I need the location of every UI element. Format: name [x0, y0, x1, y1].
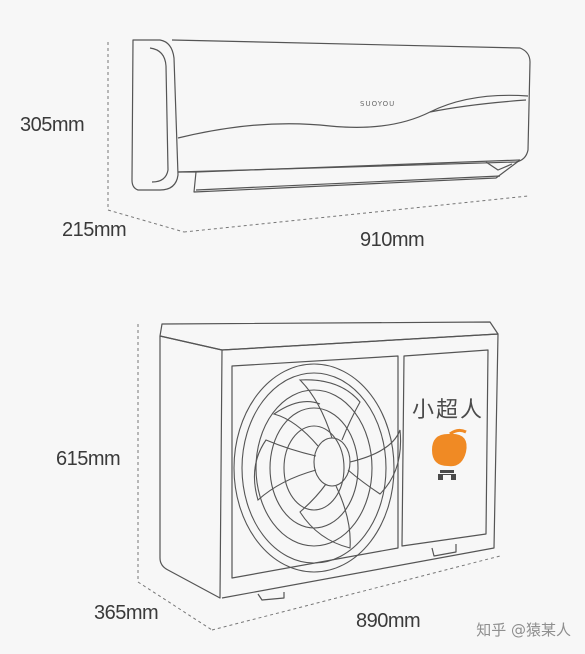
- watermark-label: 知乎 @猿某人: [476, 621, 571, 639]
- outdoor-height-label: 615mm: [56, 448, 121, 470]
- indoor-height-label: 305mm: [20, 114, 85, 136]
- outdoor-top: [159, 321, 499, 351]
- indoor-main-body: [171, 39, 531, 173]
- fan-ring-outer: [233, 363, 395, 573]
- fan-blade: [298, 379, 361, 441]
- outdoor-width-line: [211, 555, 501, 631]
- outdoor-brand-label: 小超人: [412, 398, 485, 423]
- outdoor-width-label: 890mm: [356, 610, 421, 632]
- brand-logo-icon: [432, 428, 467, 481]
- fan-panel: [231, 355, 399, 579]
- outdoor-depth-label: 365mm: [94, 602, 159, 624]
- indoor-air-outlet: [193, 159, 521, 193]
- side-panel: [401, 349, 489, 547]
- indoor-width-line: [183, 195, 529, 233]
- outdoor-front: [159, 336, 223, 599]
- indoor-depth-line: [107, 209, 185, 233]
- indoor-brand-label: SUOYOU: [360, 100, 396, 108]
- indoor-side-cap: [131, 39, 179, 191]
- indoor-depth-label: 215mm: [62, 219, 127, 241]
- fan-hub: [313, 437, 351, 487]
- outdoor-depth-line: [137, 581, 213, 631]
- foot-left: [257, 592, 285, 601]
- indoor-width-label: 910mm: [360, 229, 425, 251]
- indoor-swoosh: [177, 94, 529, 139]
- foot-right: [431, 544, 457, 557]
